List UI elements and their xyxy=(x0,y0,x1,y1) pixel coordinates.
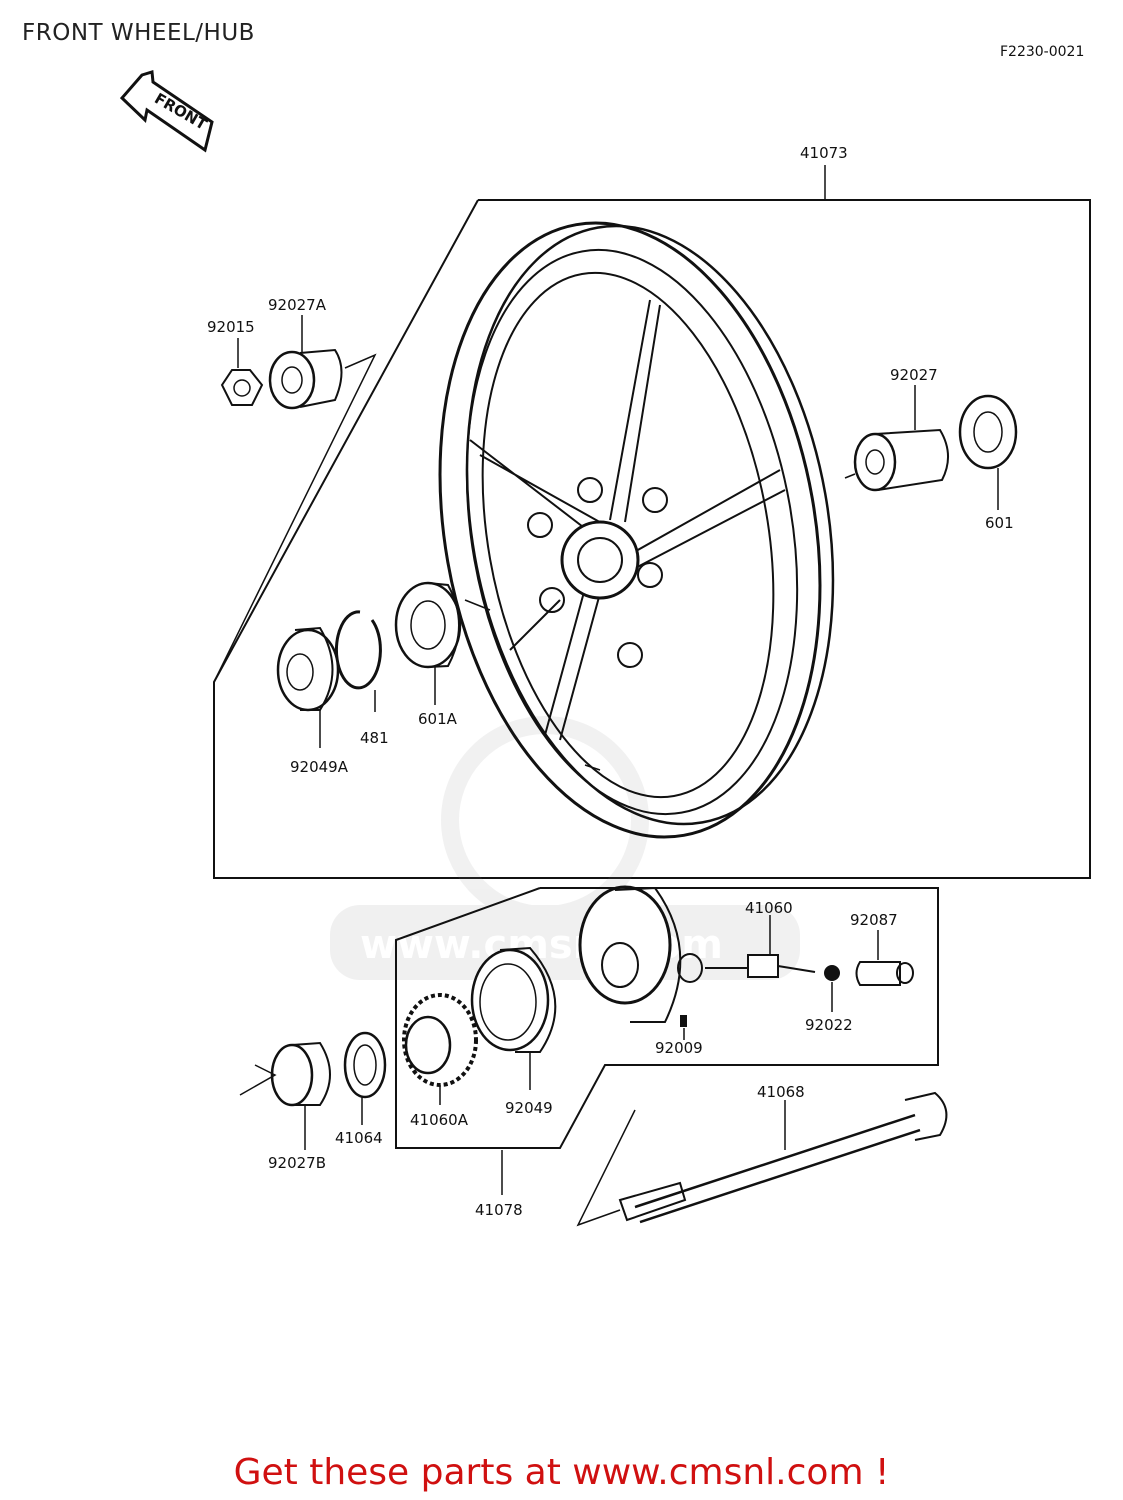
axle-nut xyxy=(220,338,264,406)
bushing-92087 xyxy=(855,930,914,986)
collar-92027 xyxy=(844,385,949,492)
label-41060a: 41060A xyxy=(410,1111,469,1129)
label-601a: 601A xyxy=(418,710,458,728)
label-92049a: 92049A xyxy=(290,758,349,776)
label-92049: 92049 xyxy=(505,1099,553,1117)
label-92087: 92087 xyxy=(850,911,898,929)
footer-cmsnl-link[interactable]: Get these parts at www.cmsnl.com ! xyxy=(233,1452,890,1493)
bearing-601a xyxy=(394,581,491,705)
washer-92022 xyxy=(824,965,840,1012)
cmsnl-watermark: www.cmsnl.com xyxy=(330,716,800,980)
label-481: 481 xyxy=(360,729,389,747)
wheel-rim xyxy=(438,221,835,839)
axle-41068 xyxy=(576,1091,948,1227)
wheel-group-outline xyxy=(213,199,1091,879)
label-92009: 92009 xyxy=(655,1039,703,1057)
label-92027b: 92027B xyxy=(268,1154,326,1172)
meter-gear-41060a xyxy=(402,993,478,1105)
parts-diagram: FRONT www.cmsnl.com 41073 xyxy=(119,70,1091,1227)
label-41068: 41068 xyxy=(757,1083,805,1101)
label-41060: 41060 xyxy=(745,899,793,917)
screw-92009 xyxy=(680,1015,687,1040)
label-92027: 92027 xyxy=(890,366,938,384)
label-92027a: 92027A xyxy=(268,296,327,314)
collar-92027a xyxy=(268,315,343,410)
meter-gear-housing xyxy=(578,885,703,1023)
circlip-481 xyxy=(334,610,382,712)
meter-pinion-41060 xyxy=(705,915,816,978)
label-41073: 41073 xyxy=(800,144,848,162)
bearing-601 xyxy=(958,394,1018,510)
seal-92049 xyxy=(470,946,557,1090)
retainer-41064 xyxy=(343,1031,387,1125)
seal-92049a xyxy=(276,626,340,748)
label-92022: 92022 xyxy=(805,1016,853,1034)
page-title: FRONT WHEEL/HUB xyxy=(22,20,255,46)
label-41064: 41064 xyxy=(335,1129,383,1147)
label-92015: 92015 xyxy=(207,318,255,336)
label-41078: 41078 xyxy=(475,1201,523,1219)
collar-92027b xyxy=(239,1041,331,1150)
label-601: 601 xyxy=(985,514,1014,532)
front-arrow-icon: FRONT xyxy=(119,70,214,153)
diagram-code: F2230-0021 xyxy=(1000,44,1085,60)
gear-housing-outline xyxy=(395,887,939,1149)
